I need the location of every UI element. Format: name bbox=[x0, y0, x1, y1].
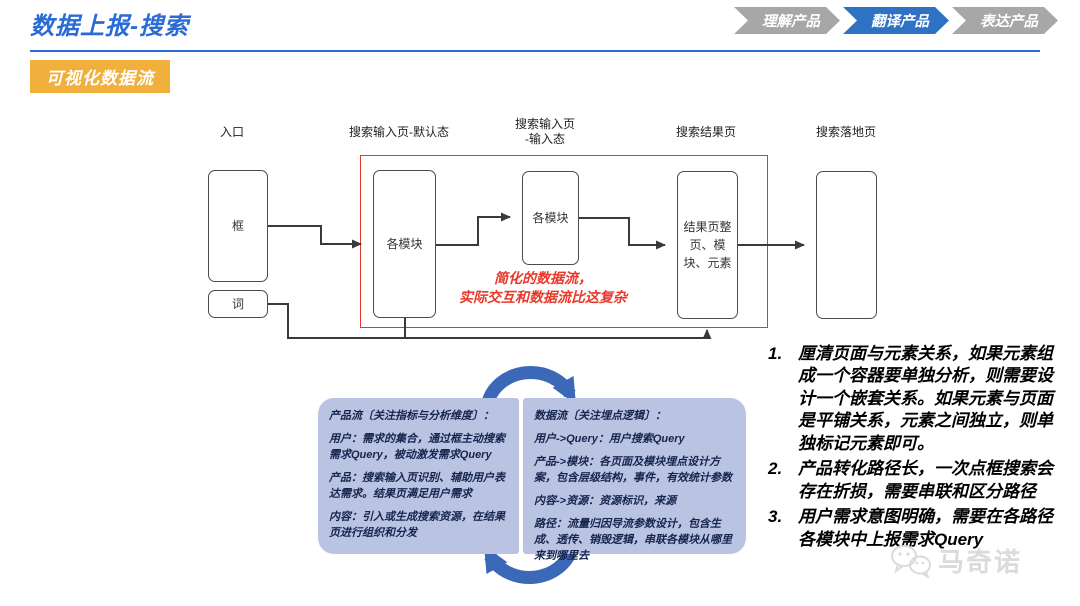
note-line-1: 简化的数据流， bbox=[494, 270, 592, 286]
title-underline bbox=[30, 50, 1040, 52]
note-text: 厘清页面与元素关系，如果元素组成一个容器要单独分析，则需要设计一个嵌套关系。如果… bbox=[798, 344, 1053, 453]
watermark-text: 马奇诺 bbox=[938, 547, 1023, 577]
simplified-flow-note: 简化的数据流， 实际交互和数据流比这复杂 bbox=[459, 269, 627, 307]
page-title: 数据上报-搜索 bbox=[30, 13, 189, 40]
step-understand-product: 理解产品 bbox=[734, 7, 840, 34]
summary-panels: 产品流〔关注指标与分析维度〕： 用户：需求的集合，通过框主动搜索需求Query，… bbox=[318, 398, 746, 562]
product-flow-title: 产品流〔关注指标与分析维度〕： bbox=[329, 410, 494, 422]
note-line-2: 实际交互和数据流比这复杂 bbox=[459, 288, 627, 305]
cycle-arrow-bottom-icon bbox=[484, 548, 579, 584]
list-item: 3. 用户需求意图明确，需要在各路径各模块中上报需求Query bbox=[766, 506, 1068, 551]
step-translate-product: 翻译产品 bbox=[843, 7, 949, 34]
node-result-page: 结果页整页、模块、元素 bbox=[677, 171, 738, 319]
data-flow-user-query: 用户->Query：用户搜索Query bbox=[534, 432, 685, 445]
node-input-modules: 各模块 bbox=[522, 171, 579, 265]
note-number: 3. bbox=[768, 507, 783, 527]
note-text: 用户需求意图明确，需要在各路径各模块中上报需求Query bbox=[798, 507, 1053, 549]
column-header-input-default: 搜索输入页-默认态 bbox=[349, 125, 449, 139]
list-item: 1. 厘清页面与元素关系，如果元素组成一个容器要单独分析，则需要设计一个嵌套关系… bbox=[766, 343, 1068, 455]
list-item: 2. 产品转化路径长，一次点框搜索会存在折损，需要串联和区分路径 bbox=[766, 458, 1068, 503]
data-flow-product-module: 产品->模块：各页面及模块埋点设计方案，包含层级结构，事件，有效统计参数 bbox=[534, 455, 732, 484]
watermark: 马奇诺 bbox=[890, 542, 1022, 579]
step-label: 翻译产品 bbox=[871, 14, 929, 30]
node-default-modules: 各模块 bbox=[373, 170, 436, 318]
node-landing-page bbox=[816, 171, 877, 319]
wechat-icon bbox=[891, 544, 931, 578]
cycle-arrow-top-icon bbox=[481, 366, 576, 402]
node-search-word: 词 bbox=[208, 290, 268, 318]
column-header-result: 搜索结果页 bbox=[675, 125, 737, 139]
step-express-product: 表达产品 bbox=[952, 7, 1058, 34]
column-header-entry: 入口 bbox=[219, 125, 245, 139]
column-header-input-typing: 搜索输入页 -输入态 bbox=[514, 117, 576, 146]
note-number: 1. bbox=[768, 344, 783, 363]
step-label: 理解产品 bbox=[762, 14, 820, 30]
data-flow-title: 数据流〔关注埋点逻辑〕： bbox=[534, 410, 666, 422]
section-badge: 可视化数据流 bbox=[30, 60, 170, 93]
data-flow-panel: 数据流〔关注埋点逻辑〕： 用户->Query：用户搜索Query 产品->模块：… bbox=[523, 398, 746, 562]
data-flow-content-resource: 内容->资源：资源标识，来源 bbox=[534, 494, 677, 507]
step-label: 表达产品 bbox=[980, 14, 1038, 30]
column-header-landing: 搜索落地页 bbox=[815, 125, 877, 139]
connector-box-to-default bbox=[268, 225, 362, 249]
product-flow-content: 内容：引入或生成搜索资源，在结果页进行组织和分发 bbox=[329, 510, 505, 539]
product-flow-product: 产品：搜索输入页识别、辅助用户表达需求。结果页满足用户需求 bbox=[329, 471, 505, 500]
product-flow-panel: 产品流〔关注指标与分析维度〕： 用户：需求的集合，通过框主动搜索需求Query，… bbox=[318, 398, 519, 554]
data-flow-path: 路径：流量归因导流参数设计，包含生成、透传、销毁逻辑，串联各模块从哪里来到哪里去 bbox=[534, 517, 732, 562]
key-notes-list: 1. 厘清页面与元素关系，如果元素组成一个容器要单独分析，则需要设计一个嵌套关系… bbox=[766, 343, 1068, 554]
note-text: 产品转化路径长，一次点框搜索会存在折损，需要串联和区分路径 bbox=[798, 459, 1053, 501]
product-flow-user: 用户：需求的集合，通过框主动搜索需求Query，被动激发需求Query bbox=[329, 432, 505, 461]
process-steps: 理解产品 翻译产品 表达产品 bbox=[734, 7, 1058, 34]
note-number: 2. bbox=[768, 459, 783, 479]
node-search-box: 框 bbox=[208, 170, 268, 282]
